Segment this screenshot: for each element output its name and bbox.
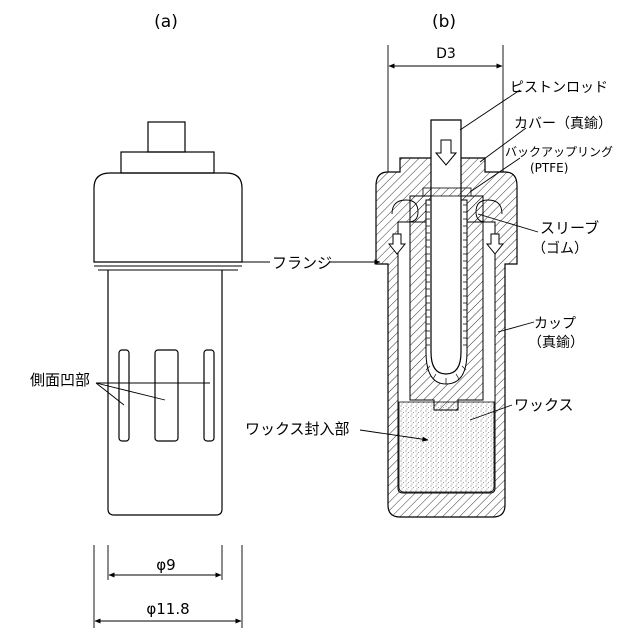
label-wax-sealed: ワックス封入部 [245,420,350,438]
label-cover: カバー（真鍮） [514,116,612,132]
label-sleeve-1: スリーブ [540,219,599,237]
rod-stem [148,122,185,152]
cup-body [108,270,222,515]
dim-inner-label: φ9 [156,556,175,574]
panel-b-label: (b) [432,12,456,32]
label-backup-ring-1: バックアップリング [505,145,613,159]
side-recess-center [155,350,178,441]
dim-outer-label: φ11.8 [146,600,189,618]
side-recess-label: 側面凹部 [30,371,90,389]
wax-fill [399,402,494,492]
side-recess-left [119,350,129,441]
flange-body [94,173,242,262]
label-backup-ring-2: (PTFE) [530,161,568,175]
backup-ring [423,188,471,196]
d3-label: D3 [436,46,456,62]
flange-label: フランジ [272,254,332,272]
cap-top-block [121,152,214,173]
panel-a: (a) フランジ 側面凹部 φ9 φ11.8 [30,12,332,628]
label-sleeve-2: （ゴム） [532,240,588,257]
side-recess-right [204,350,214,441]
leader-piston-rod [460,90,520,130]
label-piston-rod: ピストンロッド [510,80,608,96]
label-cup-2: （真鍮） [528,335,584,351]
label-cup-1: カップ [534,316,576,332]
panel-a-label: (a) [154,12,178,32]
label-wax: ワックス [514,396,574,414]
